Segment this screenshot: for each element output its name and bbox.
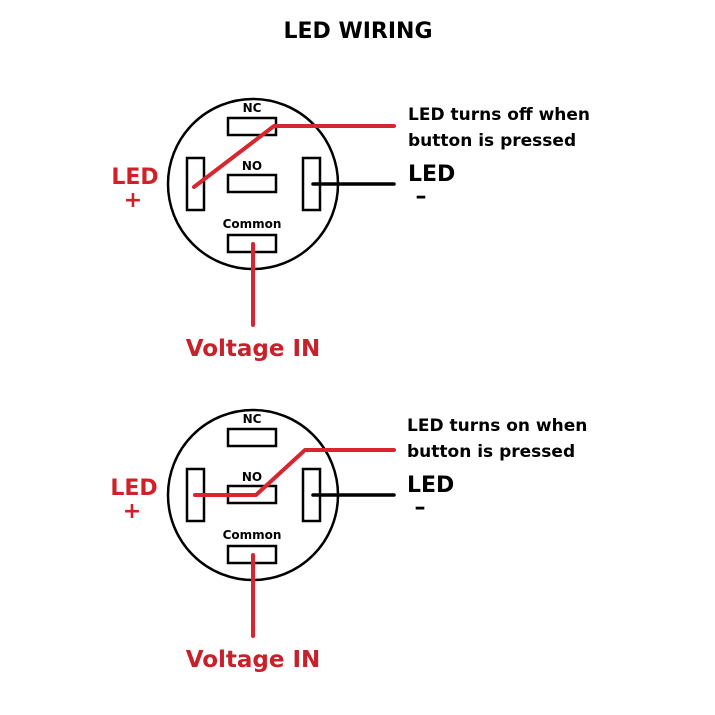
minus-sign: –	[416, 184, 427, 209]
note-line-1: LED turns on when	[407, 416, 587, 436]
voltage-in-label: Voltage IN	[186, 336, 321, 362]
led-plus-label: LED	[111, 165, 158, 190]
diagram-no-wiring: NC NO Common LED turns on when button is…	[110, 408, 587, 673]
pin-label-nc: NC	[243, 412, 262, 426]
plus-sign: +	[123, 499, 141, 524]
voltage-in-label: Voltage IN	[186, 647, 321, 673]
pin-label-common: Common	[223, 217, 282, 231]
plus-sign: +	[124, 188, 142, 213]
pin-label-nc: NC	[243, 101, 262, 115]
no-wire	[193, 448, 396, 497]
led-plus-label: LED	[110, 476, 157, 501]
diagram-nc-wiring: NC NO Common LED turns off when button i…	[111, 97, 590, 362]
pin-label-no: NO	[242, 159, 262, 173]
led-minus-label: LED	[407, 473, 454, 498]
note-line-2: button is pressed	[408, 131, 576, 151]
pin-nc	[226, 427, 278, 448]
minus-sign: –	[415, 495, 426, 520]
pin-no	[226, 173, 278, 194]
note-line-2: button is pressed	[407, 442, 575, 462]
note-line-1: LED turns off when	[408, 105, 590, 125]
page-title: LED WIRING	[283, 19, 432, 44]
nc-wire	[192, 124, 396, 189]
led-minus-label: LED	[408, 162, 455, 187]
pin-label-no: NO	[242, 470, 262, 484]
pin-label-common: Common	[223, 528, 282, 542]
